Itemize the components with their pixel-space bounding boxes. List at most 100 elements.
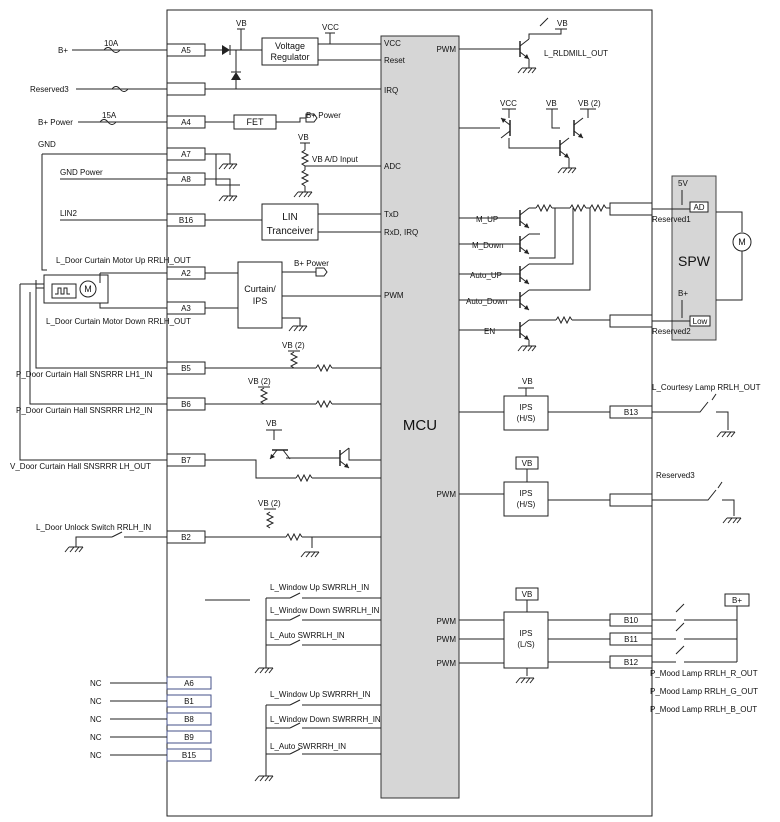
pin-a6: A6 [166,676,212,690]
svg-text:B7: B7 [181,456,191,465]
label-hall-lh2: P_Door Curtain Hall SNSRRR LH2_IN [16,406,153,415]
pin-a2: A2 [166,266,206,280]
svg-text:B+: B+ [732,596,742,605]
label-nc-b1: NC [90,697,102,706]
label-nc-b15: NC [90,751,102,760]
pin-b10: B10 [609,613,653,627]
svg-text:IPS: IPS [520,489,533,498]
mcu-port-txd: TxD [384,210,399,219]
label-courtesy-lamp: L_Courtesy Lamp RRLH_OUT [652,383,761,392]
label-mood-r: P_Mood Lamp RRLH_R_OUT [650,669,758,678]
ips-hs1-block: IPS (H/S) [503,395,549,431]
label-vb-ips1: VB [522,377,533,386]
mcu-port-pwm-ls2: PWM [436,635,456,644]
ips-hs2-block: IPS (H/S) [503,481,549,517]
label-vb-top: VB [236,19,247,28]
svg-text:(H/S): (H/S) [517,414,536,423]
pin-reserved3-box [166,82,206,96]
label-vb-q: VB [546,99,557,108]
pin-b16: B16 [166,213,206,227]
label-nc-a6: NC [90,679,102,688]
pin-b13: B13 [609,405,653,419]
mcu-port-adc: ADC [384,162,401,171]
svg-text:IPS: IPS [520,629,533,638]
label-reserved2: Reserved2 [652,327,691,336]
label-gnd-power: GND Power [60,168,103,177]
mcu-port-m-down: M_Down [472,241,504,250]
label-lin2: LIN2 [60,209,77,218]
ad-tag [689,201,709,213]
label-win-down-swrrlh: L_Window Down SWRRLH_IN [270,606,380,615]
label-vb2-hall2: VB (2) [248,377,271,386]
svg-text:Curtain/: Curtain/ [244,284,276,294]
pin-a8: A8 [166,172,206,186]
label-hall-v: V_Door Curtain Hall SNSRRR LH_OUT [10,462,151,471]
pin-b2: B2 [166,530,206,544]
label-mood-b: P_Mood Lamp RRLH_B_OUT [650,705,757,714]
label-reserved1: Reserved1 [652,215,691,224]
pin-b15: B15 [166,748,212,762]
label-nc-b9: NC [90,733,102,742]
label-b-plus: B+ [58,46,68,55]
svg-text:B6: B6 [181,400,191,409]
label-auto-swrrrh: L_Auto SWRRRH_IN [270,742,346,751]
label-vb-adc: VB [298,133,309,142]
mcu-port-pwm-ips1: PWM [436,490,456,499]
svg-text:IPS: IPS [520,403,533,412]
svg-text:Regulator: Regulator [270,52,309,62]
label-b-plus-power-curtain: B+ Power [294,259,329,268]
mcu-port-pwm: PWM [384,291,404,300]
label-win-up-swrrrh: L_Window Up SWRRRH_IN [270,690,371,699]
svg-text:LIN: LIN [282,212,298,223]
svg-text:B16: B16 [179,216,194,225]
label-motor-up: L_Door Curtain Motor Up RRLH_OUT [56,256,191,265]
label-reserved3-out: Reserved3 [656,471,695,480]
label-hall-lh1: P_Door Curtain Hall SNSRRR LH1_IN [16,370,153,379]
svg-text:M: M [738,237,746,247]
svg-text:(L/S): (L/S) [517,640,535,649]
pin-b9: B9 [166,730,212,744]
pin-b1: B1 [166,694,212,708]
pin-b7: B7 [166,453,206,467]
fet-block: FET [233,114,277,130]
label-vb2-hall1: VB (2) [282,341,305,350]
mcu-port-pwm-rldmill: PWM [436,45,456,54]
svg-text:(H/S): (H/S) [517,500,536,509]
pin-reserved2-box [609,314,653,328]
curtain-motor-assembly [43,274,109,304]
label-auto-swrrlh: L_Auto SWRRLH_IN [270,631,345,640]
label-fuse-10a: 10A [104,39,119,48]
mcu-port-auto-up: Auto_UP [470,271,502,280]
svg-text:A8: A8 [181,175,191,184]
spw-block: SPW [671,175,717,341]
svg-text:AD: AD [693,203,704,212]
label-b-plus-spw: B+ [678,289,688,298]
pin-b8: B8 [166,712,212,726]
mcu-port-irq: IRQ [384,86,398,95]
label-unlock-switch: L_Door Unlock Switch RRLH_IN [36,523,151,532]
svg-text:B11: B11 [624,635,638,644]
label-vcc-q: VCC [500,99,517,108]
svg-text:A6: A6 [184,679,194,688]
svg-text:A4: A4 [181,118,191,127]
svg-text:B5: B5 [181,364,191,373]
label-fuse-15a: 15A [102,111,117,120]
mcu-port-vcc: VCC [384,39,401,48]
pin-b12: B12 [609,655,653,669]
svg-text:A3: A3 [181,304,191,313]
label-b-plus-power: B+ Power [38,118,73,127]
label-vcc-reg: VCC [322,23,339,32]
mcu-port-auto-down: Auto_Down [466,297,507,306]
svg-text:B2: B2 [181,533,191,542]
svg-text:B8: B8 [184,715,194,724]
svg-text:FET: FET [247,117,265,127]
pin-a7: A7 [166,147,206,161]
label-win-up-swrrlh: L_Window Up SWRRLH_IN [270,583,369,592]
pin-a4: A4 [166,115,206,129]
pin-a5: A5 [166,43,206,57]
label-vb-hallv: VB [266,419,277,428]
mcu-port-reset: Reset [384,56,406,65]
label-vb2-q: VB (2) [578,99,601,108]
svg-text:B10: B10 [624,616,639,625]
svg-text:Low: Low [693,317,708,326]
